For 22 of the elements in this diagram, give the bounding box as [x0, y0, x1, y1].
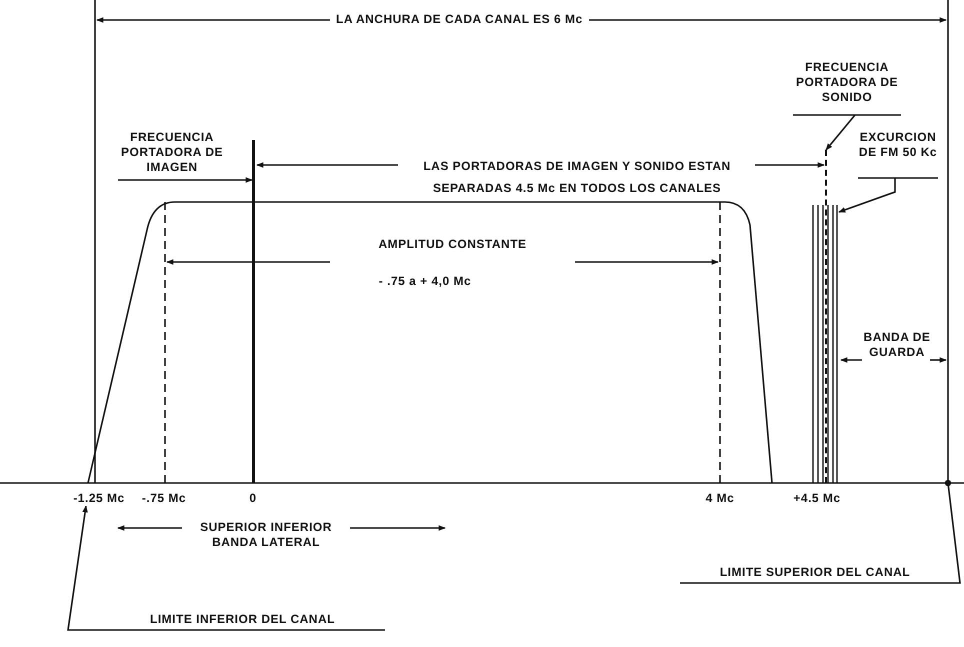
leader-line	[118, 177, 253, 183]
dimension-label: AMPLITUD CONSTANTE	[377, 237, 528, 252]
dimension-label: LAS PORTADORAS DE IMAGEN Y SONIDO ESTAN SEPARADAS 4.5 Mc EN TODOS LOS CANALES	[422, 158, 732, 197]
leader-line	[67, 505, 385, 631]
callout-label: EXCURCION DE FM 50 Kc	[858, 130, 938, 178]
leader-line	[680, 480, 961, 584]
dimension-label: SUPERIOR INFERIOR BANDA LATERAL	[199, 520, 333, 550]
leader-line	[792, 114, 902, 151]
axis-tick-label: 4 Mc	[704, 491, 736, 506]
callout-label: FRECUENCIA PORTADORA DE IMAGEN	[118, 130, 226, 180]
axis-tick-label: -.75 Mc	[140, 491, 188, 506]
axis-tick-label: 0	[248, 491, 258, 506]
dimension-label: BANDA DE GUARDA	[862, 330, 932, 360]
axis-tick-label: +4.5 Mc	[792, 491, 842, 506]
fm-excursion-lines	[811, 205, 839, 483]
leader-line	[838, 177, 939, 213]
callout-label: LIMITE SUPERIOR DEL CANAL	[680, 565, 950, 583]
dimension-label: - .75 a + 4,0 Mc	[378, 274, 472, 289]
sound-carrier-line	[825, 150, 827, 483]
callout-label: FRECUENCIA PORTADORA DE SONIDO	[793, 60, 901, 115]
callout-label: LIMITE INFERIOR DEL CANAL	[100, 612, 385, 630]
picture-carrier-line	[252, 140, 255, 483]
